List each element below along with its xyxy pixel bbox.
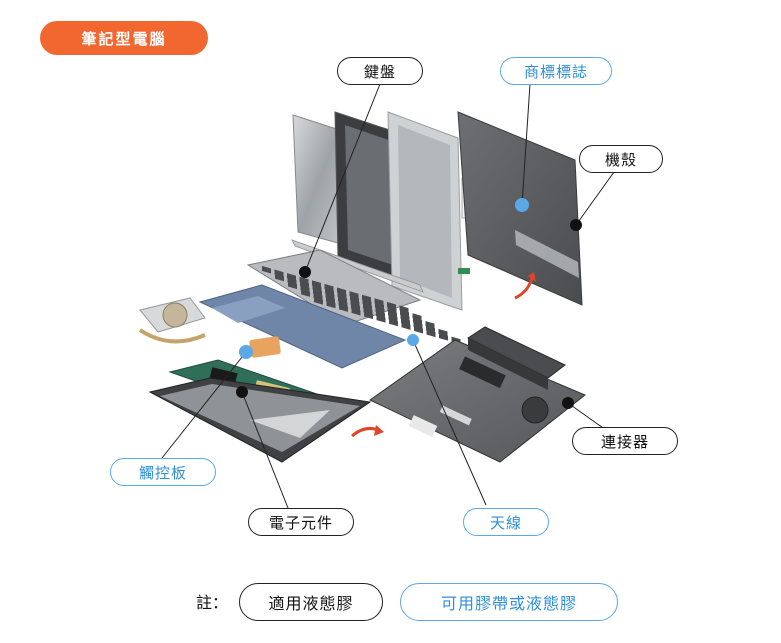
marker-electronics — [236, 386, 248, 398]
keycap — [400, 309, 409, 318]
keycap — [349, 291, 359, 299]
keycap — [351, 307, 361, 316]
keycap — [387, 306, 397, 314]
keycap — [362, 294, 371, 303]
keycap — [439, 333, 448, 341]
keycap — [326, 296, 335, 305]
keycap — [401, 322, 411, 330]
keycap — [288, 281, 297, 290]
keycap — [413, 321, 423, 330]
electronics-label: 電子元件 — [248, 508, 354, 536]
keycap — [312, 284, 322, 293]
keycap — [351, 303, 360, 312]
touchpad-label: 觸控板 — [110, 458, 216, 486]
keycap — [375, 302, 384, 311]
keycap — [376, 315, 386, 323]
marker-antenna — [407, 334, 419, 346]
bottom-chassis — [148, 377, 384, 463]
keycap — [350, 295, 359, 303]
keycap — [339, 304, 348, 312]
legend-tape-or-liquid: 可用膠帶或液態膠 — [400, 583, 618, 621]
legend-liquid-glue: 適用液態膠 — [239, 583, 383, 621]
palmrest-top-case — [198, 284, 407, 369]
keycap — [299, 276, 309, 285]
keycap — [438, 328, 448, 337]
cooling-fan — [138, 297, 206, 344]
keycap — [313, 288, 322, 297]
keycap — [325, 292, 335, 300]
casing-label: 機殼 — [579, 145, 663, 173]
keycap — [389, 318, 398, 327]
leader-lines — [161, 83, 621, 509]
keycap — [287, 273, 296, 281]
antenna-label: 天線 — [463, 508, 549, 536]
keycap — [414, 325, 423, 334]
keycap — [325, 288, 334, 296]
keycap — [364, 311, 373, 320]
connector-label: 連接器 — [572, 427, 678, 455]
keycap — [412, 313, 422, 321]
marker-touchpad — [239, 345, 253, 359]
note-prefix: 註： — [196, 593, 229, 612]
keycap — [375, 306, 385, 315]
keyboard-unit — [246, 249, 461, 345]
keycap — [400, 313, 410, 322]
keycap — [350, 299, 360, 308]
marker-keyboard — [299, 266, 311, 278]
keycap — [337, 287, 346, 296]
keycap — [388, 314, 398, 323]
keycap — [363, 303, 372, 311]
keycap — [300, 285, 310, 293]
keycap — [314, 297, 323, 305]
keycap — [426, 325, 435, 333]
lcd-back-frame — [387, 111, 473, 311]
keycap — [324, 283, 334, 292]
marker-logo — [515, 198, 529, 212]
keycap — [387, 301, 396, 310]
bottom-cover — [369, 339, 586, 463]
battery — [466, 326, 566, 390]
keycap — [337, 291, 347, 300]
keycap — [338, 295, 347, 304]
keycap — [425, 321, 435, 329]
keycap — [399, 305, 409, 314]
keycap — [413, 317, 422, 326]
keycap — [301, 289, 310, 297]
keycap — [363, 307, 373, 315]
marker-connector — [562, 397, 574, 409]
keycap — [401, 318, 410, 326]
diagram-title: 筆記型電腦 — [40, 21, 208, 55]
keycap — [275, 273, 284, 282]
keycap — [312, 280, 321, 288]
keyboard-label: 鍵盤 — [337, 57, 423, 85]
keycap — [388, 310, 397, 318]
keycap — [374, 298, 384, 306]
keycap — [326, 300, 336, 309]
glue-markers — [236, 198, 582, 409]
keycap — [274, 269, 284, 278]
keycap — [287, 277, 297, 285]
marker-casing — [570, 219, 582, 231]
logo-label: 商標標誌 — [500, 57, 612, 85]
keycap — [376, 310, 385, 319]
keycap — [262, 265, 271, 274]
keycap — [313, 292, 323, 301]
keycap — [338, 300, 348, 308]
keycap — [362, 298, 372, 307]
keycap — [426, 329, 436, 338]
keycap — [300, 280, 309, 289]
